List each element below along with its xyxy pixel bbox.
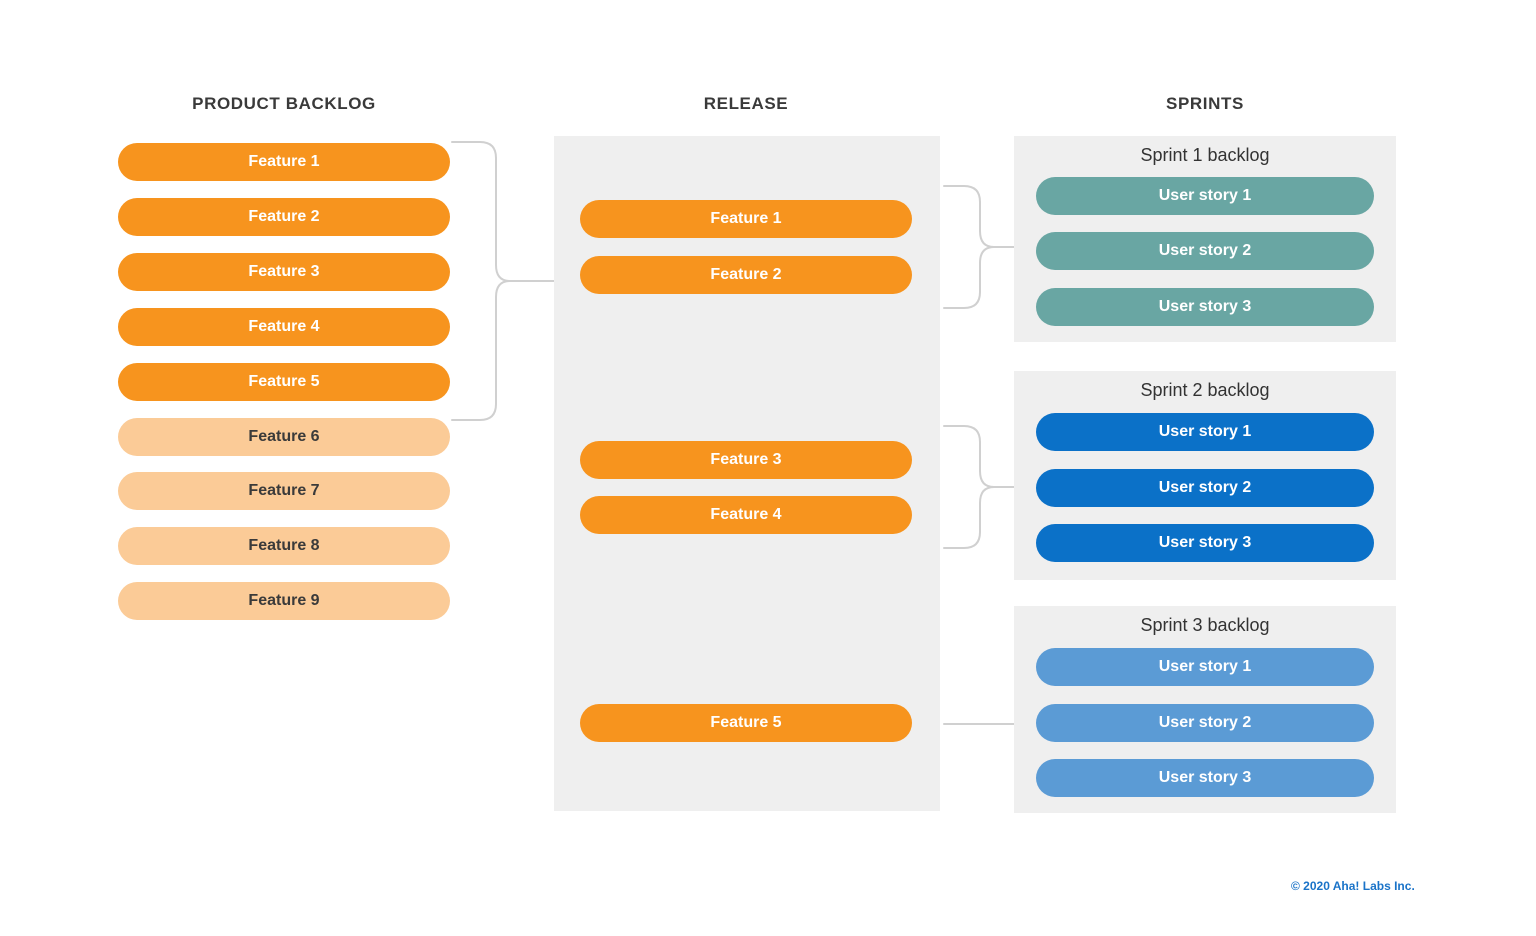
sprint-3-label: Sprint 3 backlog	[1140, 615, 1270, 635]
pill-label: Feature 1	[710, 210, 782, 227]
release-feature-4[interactable]: Feature 4	[580, 496, 912, 534]
pill-label: Feature 7	[248, 482, 320, 499]
sprint-3-story-1[interactable]: User story 1	[1036, 648, 1374, 686]
backlog-feature-9[interactable]: Feature 9	[118, 582, 450, 620]
sprint-3-story-2[interactable]: User story 2	[1036, 704, 1374, 742]
sprint-2-story-3[interactable]: User story 3	[1036, 524, 1374, 562]
pill-label: Feature 3	[710, 451, 782, 468]
column-title-sprints: SPRINTS	[1166, 94, 1244, 113]
pill-label: Feature 4	[710, 506, 782, 523]
connector-release-to-sprint-1	[943, 185, 1017, 309]
release-feature-3[interactable]: Feature 3	[580, 441, 912, 479]
pill-label: Feature 5	[248, 373, 320, 390]
backlog-feature-6[interactable]: Feature 6	[118, 418, 450, 456]
sprint-2-story-1[interactable]: User story 1	[1036, 413, 1374, 451]
pill-label: User story 3	[1158, 534, 1252, 551]
copyright-notice: © 2020 Aha! Labs Inc.	[1291, 879, 1415, 893]
pill-label: Feature 2	[248, 208, 320, 225]
connector-release-to-sprint-3	[943, 723, 1017, 725]
backlog-feature-7[interactable]: Feature 7	[118, 472, 450, 510]
connector-release-to-sprint-2	[943, 425, 1017, 549]
pill-label: User story 3	[1158, 298, 1252, 315]
release-feature-1[interactable]: Feature 1	[580, 200, 912, 238]
pill-label: User story 1	[1158, 187, 1252, 204]
backlog-feature-1[interactable]: Feature 1	[118, 143, 450, 181]
pill-label: User story 3	[1158, 769, 1252, 786]
connector-backlog-to-release	[451, 141, 561, 421]
pill-label: User story 1	[1158, 658, 1252, 675]
backlog-feature-5[interactable]: Feature 5	[118, 363, 450, 401]
sprint-2-story-2[interactable]: User story 2	[1036, 469, 1374, 507]
pill-label: Feature 6	[248, 428, 320, 445]
pill-label: User story 1	[1158, 423, 1252, 440]
sprint-2-label: Sprint 2 backlog	[1140, 380, 1270, 400]
pill-label: User story 2	[1158, 714, 1252, 731]
backlog-feature-3[interactable]: Feature 3	[118, 253, 450, 291]
pill-label: User story 2	[1158, 479, 1252, 496]
pill-label: Feature 3	[248, 263, 320, 280]
sprint-1-story-3[interactable]: User story 3	[1036, 288, 1374, 326]
pill-label: User story 2	[1158, 242, 1252, 259]
pill-label: Feature 1	[248, 153, 320, 170]
sprint-3-story-3[interactable]: User story 3	[1036, 759, 1374, 797]
backlog-feature-8[interactable]: Feature 8	[118, 527, 450, 565]
release-feature-2[interactable]: Feature 2	[580, 256, 912, 294]
pill-label: Feature 2	[710, 266, 782, 283]
pill-label: Feature 4	[248, 318, 320, 335]
column-title-product-backlog: PRODUCT BACKLOG	[192, 94, 376, 113]
sprint-1-story-1[interactable]: User story 1	[1036, 177, 1374, 215]
sprint-1-story-2[interactable]: User story 2	[1036, 232, 1374, 270]
backlog-feature-2[interactable]: Feature 2	[118, 198, 450, 236]
release-feature-5[interactable]: Feature 5	[580, 704, 912, 742]
pill-label: Feature 9	[248, 592, 320, 609]
column-title-release: RELEASE	[703, 94, 789, 113]
backlog-feature-4[interactable]: Feature 4	[118, 308, 450, 346]
sprint-1-label: Sprint 1 backlog	[1140, 145, 1270, 165]
pill-label: Feature 8	[248, 537, 320, 554]
pill-label: Feature 5	[710, 714, 782, 731]
